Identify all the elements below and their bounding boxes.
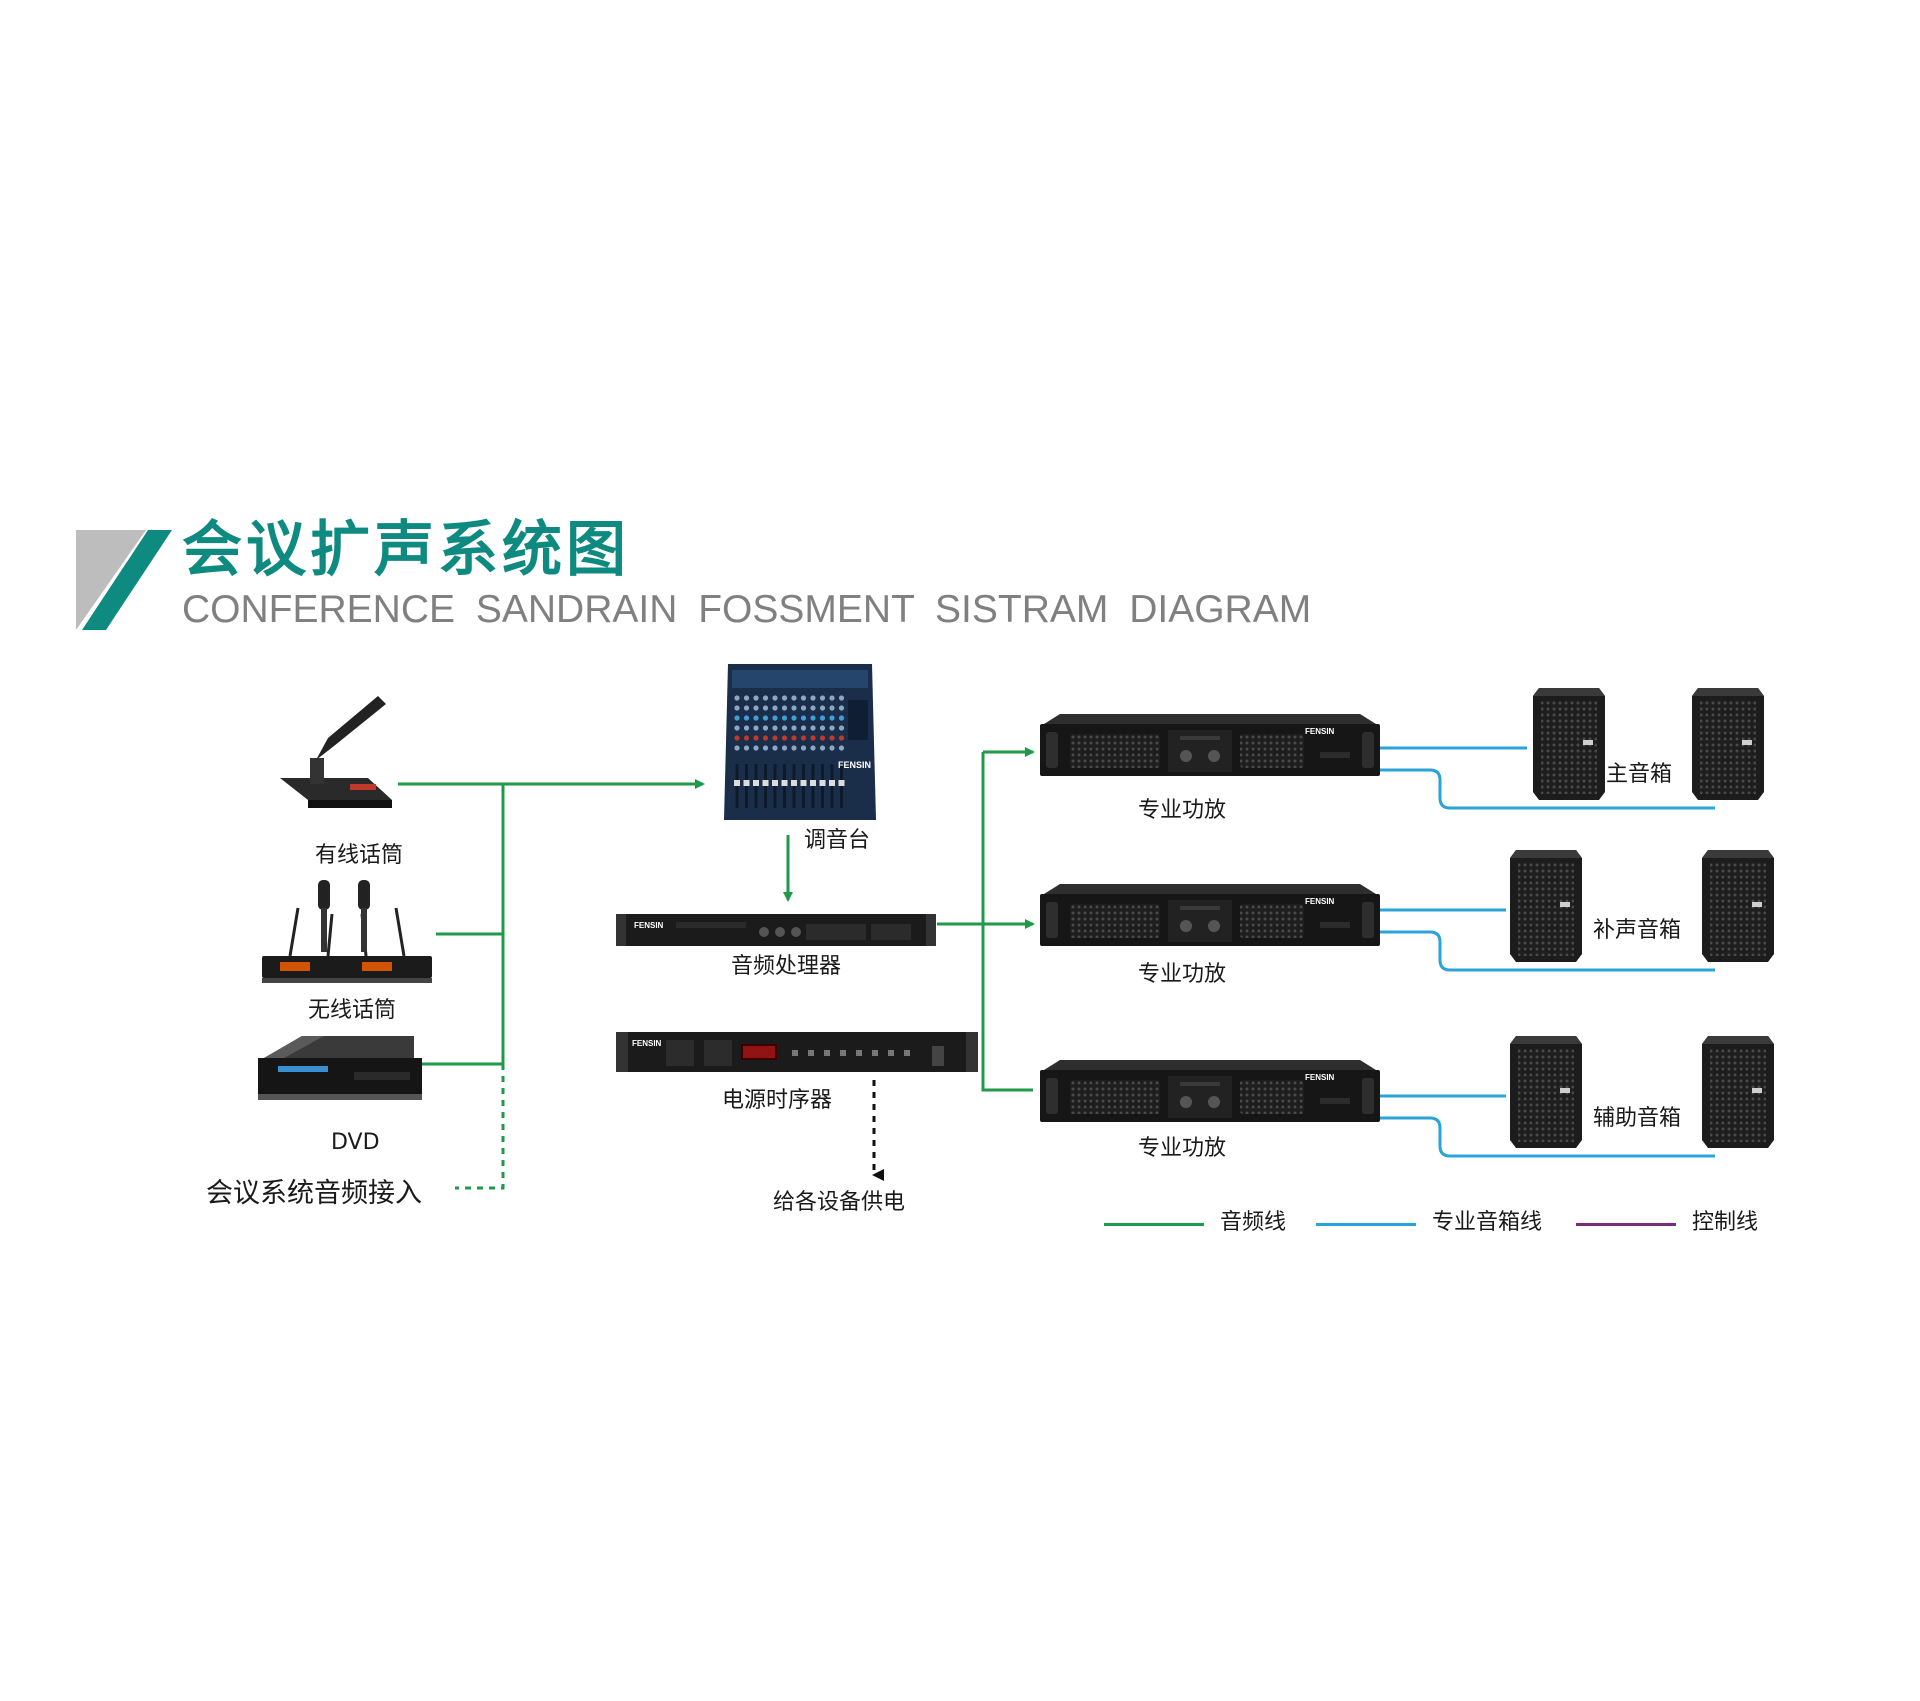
amplifier-1-icon: FENSIN [1040,714,1380,776]
title-logo-icon [76,530,172,630]
main-speaker-right-icon [1692,688,1764,800]
mixer-label: 调音台 [804,828,871,853]
diagram-subtitle: CONFERENCE SANDRAIN FOSSMENT SISTRAM DIA… [182,588,1312,631]
legend-swatch-control [1576,1223,1676,1226]
processor-brand-text: FENSIN [634,921,664,930]
amp-3-brand-text: FENSIN [1305,1073,1335,1082]
wireless-microphone-icon [262,880,432,983]
legend-swatch-audio [1104,1223,1204,1226]
processor-label: 音频处理器 [731,954,842,979]
conference-audio-label: 会议系统音频接入 [206,1178,422,1209]
sequencer-control-line [981,1022,1033,1092]
power-sequencer-icon: FENSIN [616,1032,978,1072]
aux-speaker-right-icon [1702,1036,1774,1148]
amplifier-3-icon: FENSIN [1040,1060,1380,1122]
audio-processor-icon: FENSIN [616,914,936,946]
main-speaker-label: 主音箱 [1606,762,1673,787]
main-speaker-left-icon [1533,688,1605,800]
legend-label-audio: 音频线 [1220,1210,1287,1235]
speaker-lines [1380,746,1715,1158]
dvd-player-icon [258,1036,422,1100]
dvd-label: DVD [331,1130,380,1155]
mixer-brand-text: FENSIN [838,760,871,770]
audio-lines [398,747,1035,1190]
aux-speaker-left-icon [1510,1036,1582,1148]
power-supply-label: 给各设备供电 [773,1190,906,1215]
fill-speaker-label: 补声音箱 [1593,918,1682,943]
wired-mic-label: 有线话筒 [315,843,404,868]
wired-microphone-icon [280,696,392,808]
amp-1-brand-text: FENSIN [1305,727,1335,736]
diagram-title: 会议扩声系统图 [182,515,630,585]
fill-speaker-right-icon [1702,850,1774,962]
wireless-mic-label: 无线话筒 [308,998,397,1023]
mixer-console-icon: FENSIN [724,664,876,820]
amp-2-label: 专业功放 [1138,962,1227,987]
sequencer-brand-text: FENSIN [632,1039,662,1048]
conference-input-dashed-line [455,1064,505,1190]
amplifier-2-icon: FENSIN [1040,884,1380,946]
legend: 音频线 专业音箱线 控制线 [1104,1210,1764,1240]
fill-speaker-left-icon [1510,850,1582,962]
amp-3-label: 专业功放 [1138,1136,1227,1161]
legend-swatch-speaker [1316,1223,1416,1226]
legend-label-speaker: 专业音箱线 [1432,1210,1543,1235]
legend-label-control: 控制线 [1692,1210,1759,1235]
amp-1-label: 专业功放 [1138,798,1227,823]
sequencer-label: 电源时序器 [722,1088,833,1113]
aux-speaker-label: 辅助音箱 [1593,1106,1682,1131]
amp-2-brand-text: FENSIN [1305,897,1335,906]
